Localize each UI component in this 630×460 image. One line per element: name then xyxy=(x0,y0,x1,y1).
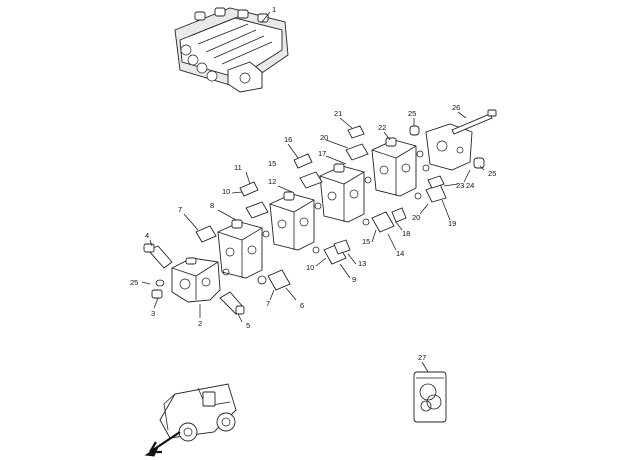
callout-labels: 1 2 3 4 5 6 7 7 8 9 10 10 11 12 13 14 15… xyxy=(130,5,496,362)
plug-item-3 xyxy=(151,279,165,299)
callout-24: 24 xyxy=(466,181,474,190)
section-block-2 xyxy=(269,191,315,251)
plug-item-25-top xyxy=(409,125,420,136)
callout-20-lower: 20 xyxy=(412,213,420,222)
callout-25-left: 25 xyxy=(130,278,138,287)
o-rings xyxy=(222,150,430,285)
callout-15-upper: 15 xyxy=(268,159,276,168)
callout-3: 3 xyxy=(151,309,155,318)
callout-2: 2 xyxy=(198,319,202,328)
callout-10-upper: 10 xyxy=(222,187,230,196)
callout-18: 18 xyxy=(402,229,410,238)
callout-16: 16 xyxy=(284,135,292,144)
callout-1: 1 xyxy=(272,5,276,14)
callout-5: 5 xyxy=(246,321,250,330)
callout-23: 23 xyxy=(456,181,464,190)
section-block-3 xyxy=(319,163,365,223)
callout-14: 14 xyxy=(396,249,404,258)
callout-12: 12 xyxy=(268,177,276,186)
section-block-1 xyxy=(217,219,263,279)
callout-10-lower: 10 xyxy=(306,263,314,272)
inlet-section xyxy=(171,257,221,303)
spool-assemblies xyxy=(195,125,447,291)
callout-9: 9 xyxy=(352,275,356,284)
callout-25-right: 25 xyxy=(488,169,496,178)
leader-lines xyxy=(141,11,485,373)
plug-item-25-right xyxy=(473,157,485,169)
seal-kit-bag-item-27 xyxy=(413,371,447,423)
callout-26: 26 xyxy=(452,103,460,112)
tie-rod-item-26 xyxy=(451,109,497,135)
callout-13: 13 xyxy=(358,259,366,268)
callout-7-upper: 7 xyxy=(178,205,182,214)
callout-25-top: 25 xyxy=(408,109,416,118)
callout-27: 27 xyxy=(418,353,426,362)
callout-21: 21 xyxy=(334,109,342,118)
callout-19: 19 xyxy=(448,219,456,228)
callout-20-upper: 20 xyxy=(320,133,328,142)
callout-11: 11 xyxy=(234,163,242,172)
callout-6: 6 xyxy=(300,301,304,310)
callout-4: 4 xyxy=(145,231,149,240)
section-block-4 xyxy=(371,137,417,197)
callout-8: 8 xyxy=(210,201,214,210)
cartridge-item-5 xyxy=(219,291,245,315)
telehandler-vehicle-icon xyxy=(144,383,237,457)
relief-valve-item-4 xyxy=(143,243,173,269)
assembled-valve-block xyxy=(174,7,289,93)
callout-17: 17 xyxy=(318,149,326,158)
callout-7-lower: 7 xyxy=(266,299,270,308)
callout-15-lower: 15 xyxy=(362,237,370,246)
callout-22: 22 xyxy=(378,123,386,132)
end-cover xyxy=(425,123,473,171)
